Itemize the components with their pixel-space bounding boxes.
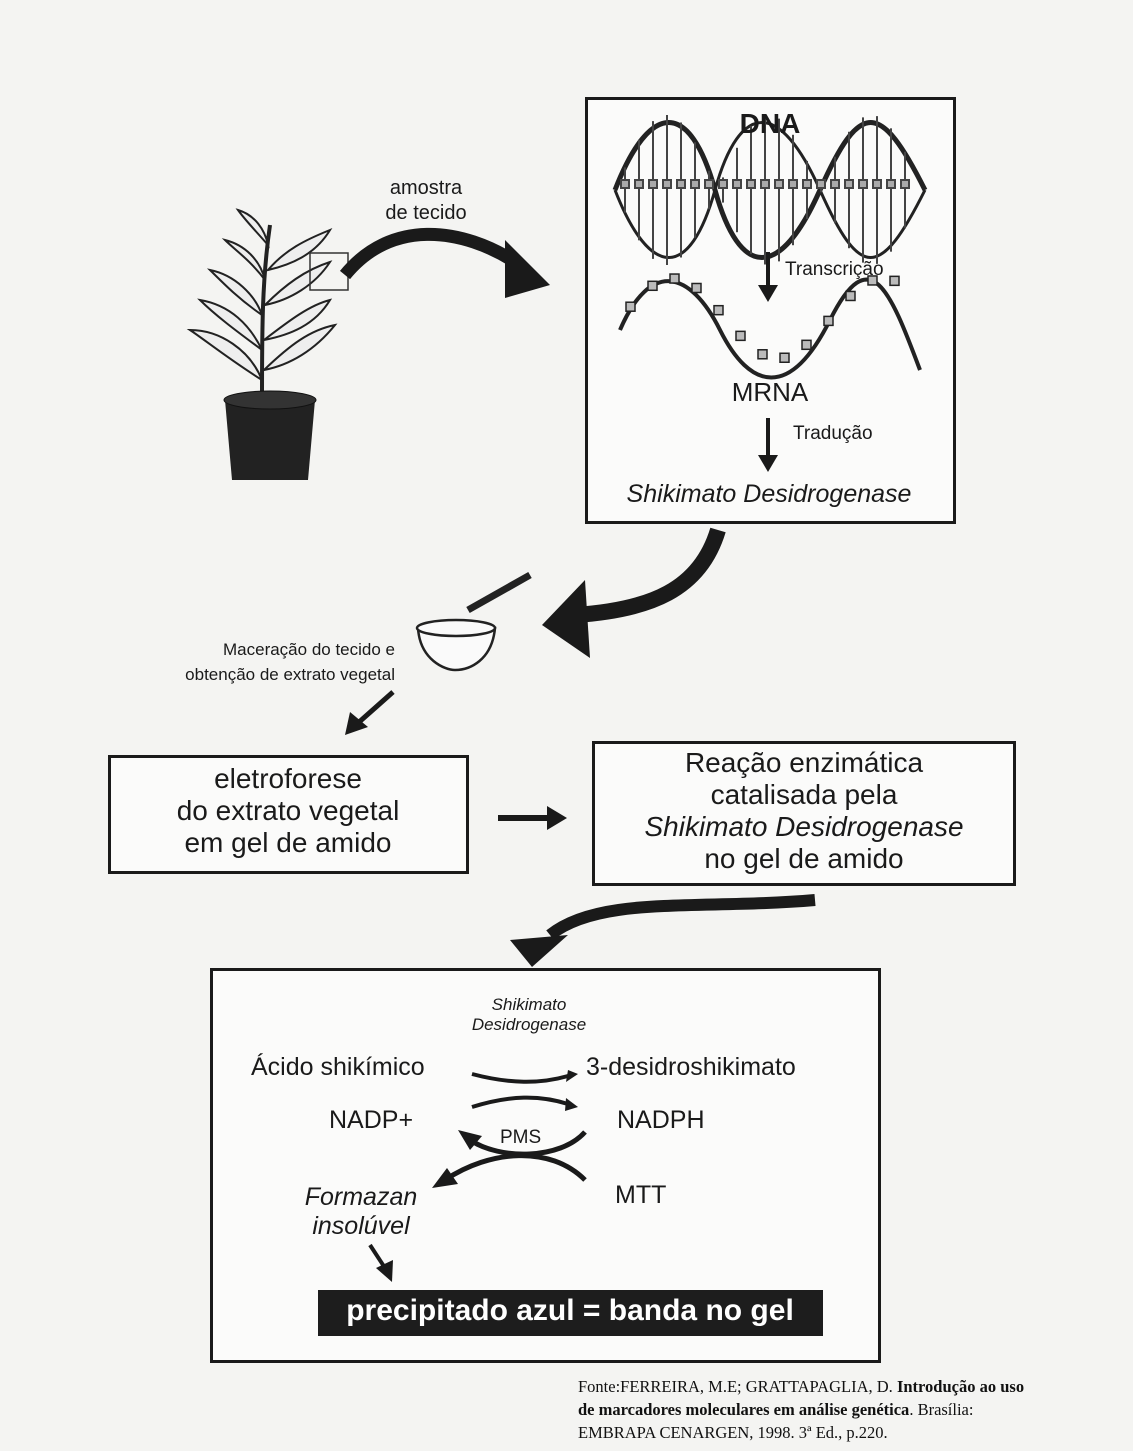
mrna-base — [713, 304, 724, 316]
electrophoresis-line: eletroforese — [214, 763, 362, 794]
formazan-label: Formazan insolúvel — [305, 1183, 418, 1241]
transcription-label: Transcrição — [785, 259, 884, 280]
dna-base — [746, 179, 756, 189]
mrna-label: MRNA — [731, 377, 809, 407]
maceration-label-line: obtenção de extrato vegetal — [185, 665, 395, 684]
mrna-base — [889, 275, 900, 287]
source-title-part: de marcadores moleculares em análise gen… — [578, 1400, 910, 1419]
reaction-line: Reação enzimática — [684, 747, 924, 778]
mrna-base — [757, 349, 768, 360]
mrna-base — [691, 282, 702, 294]
arrow-to-electrophoresis — [356, 690, 395, 725]
dna-base — [732, 179, 742, 189]
source-place: . Brasília: — [909, 1400, 974, 1419]
maceration-label-line: Maceração do tecido e — [223, 640, 395, 659]
source-line-1: Fonte:FERREIRA, M.E; GRATTAPAGLIA, D. In… — [578, 1377, 1024, 1397]
electrophoresis-box — [108, 755, 469, 874]
dna-base — [620, 179, 630, 189]
substrate-label: Ácido shikímico — [251, 1053, 425, 1081]
mrna-base — [823, 315, 834, 327]
sample-label-line: amostra — [389, 177, 463, 199]
mrna-base — [625, 301, 636, 312]
source-line-3: EMBRAPA CENARGEN, 1998. 3ª Ed., p.220. — [578, 1423, 888, 1442]
dna-base — [718, 179, 728, 189]
mtt-label: MTT — [615, 1181, 667, 1209]
dna-base — [830, 179, 840, 189]
dna-base — [634, 179, 644, 189]
source-authors: Fonte:FERREIRA, M.E; GRATTAPAGLIA, D. — [578, 1377, 897, 1396]
formazan-line: insolúvel — [312, 1212, 410, 1240]
formazan-line: Formazan — [304, 1183, 418, 1211]
dna-base — [844, 179, 854, 189]
dna-base — [704, 179, 714, 189]
dna-base — [690, 179, 700, 189]
dna-base — [872, 179, 882, 189]
dna-base — [816, 179, 826, 189]
nadp-label: NADP+ — [329, 1106, 414, 1134]
mrna-base — [867, 275, 878, 286]
dna-base — [858, 179, 868, 189]
pms-cycle-arrows — [443, 1130, 587, 1183]
electrophoresis-line: em gel de amido — [184, 827, 392, 858]
mrna-base — [669, 273, 680, 284]
reaction-line: Shikimato Desidrogenase — [644, 811, 964, 842]
plant-icon — [186, 208, 349, 480]
translation-label: Tradução — [793, 423, 873, 444]
mrna-base — [801, 339, 812, 351]
arrow-to-reaction-detail — [546, 894, 816, 940]
enzyme-label: Shikimato Desidrogenase — [626, 480, 912, 508]
dna-base — [648, 179, 658, 189]
dna-helix-icon — [612, 120, 928, 260]
dna-base — [900, 179, 910, 189]
mrna-base — [735, 330, 746, 342]
reaction-text: Reação enzimática catalisada pela Shikim… — [644, 747, 963, 875]
arrow-to-maceration — [574, 527, 726, 623]
reaction-line: catalisada pela — [710, 779, 898, 810]
detail-enzyme-label: Shikimato Desidrogenase — [472, 995, 586, 1035]
dna-base — [774, 179, 784, 189]
source-line-2: de marcadores moleculares em análise gen… — [578, 1400, 973, 1420]
dna-base — [788, 179, 798, 189]
mortar-pestle-icon — [415, 571, 532, 672]
precipitate-bar — [318, 1290, 823, 1336]
reaction-box — [592, 741, 1016, 886]
precipitate-label: precipitado azul = banda no gel — [346, 1294, 794, 1327]
mrna-base — [845, 290, 856, 302]
dna-base — [886, 179, 896, 189]
dna-base — [760, 179, 770, 189]
source-title-part: Introdução ao uso — [896, 1377, 1025, 1396]
electrophoresis-text: eletroforese do extrato vegetal em gel d… — [177, 763, 400, 859]
pms-label: PMS — [500, 1127, 542, 1148]
arrow-sample-to-dna — [339, 227, 524, 280]
detail-enzyme-line: Shikimato — [491, 995, 567, 1014]
electrophoresis-line: do extrato vegetal — [176, 795, 400, 826]
dna-title: DNA — [739, 108, 801, 139]
reaction-line: no gel de amido — [704, 843, 904, 874]
dna-base — [662, 179, 672, 189]
nadph-label: NADPH — [617, 1106, 705, 1134]
sample-label-line: de tecido — [385, 202, 467, 224]
maceration-label: Maceração do tecido e obtenção de extrat… — [185, 637, 395, 687]
dna-base — [802, 179, 812, 189]
product-label: 3-desidroshikimato — [586, 1053, 796, 1081]
mrna-base — [779, 352, 790, 363]
sample-label: amostra de tecido — [385, 176, 466, 226]
arrow-to-precipitate — [368, 1243, 387, 1270]
mrna-base — [647, 280, 658, 292]
detail-enzyme-line: Desidrogenase — [471, 1015, 587, 1034]
reaction-arrows — [471, 1072, 569, 1109]
dna-base — [676, 179, 686, 189]
